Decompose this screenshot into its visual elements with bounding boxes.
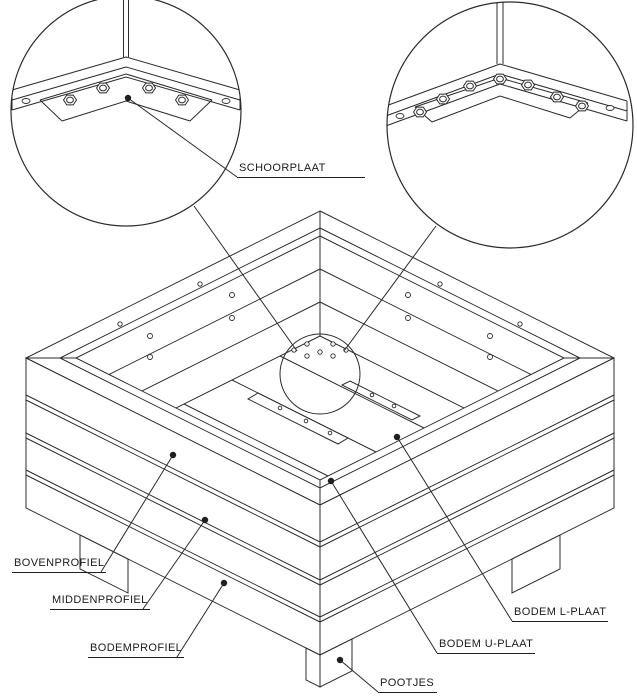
label-bodem-u-plaat: BODEM U-PLAAT — [437, 638, 536, 654]
hex-bolt — [463, 80, 477, 92]
hex-bolt — [413, 106, 427, 118]
wall-screw — [405, 292, 411, 298]
hex-bolt — [96, 82, 110, 94]
foot-left — [79, 534, 129, 594]
hex-bolt — [521, 79, 535, 91]
hex-bolt — [63, 94, 77, 106]
hex-bolt — [142, 82, 156, 94]
leader-pootjes — [339, 659, 379, 693]
detail-connector-right — [343, 225, 437, 352]
schoorplaat-plate — [39, 73, 213, 122]
leader-dot-schoorplaat — [124, 94, 132, 102]
rim-screw — [437, 281, 443, 287]
foot-front — [305, 638, 353, 688]
hex-bolt — [175, 94, 189, 106]
wall-screw — [229, 292, 235, 298]
leader-bodem-u-plaat — [330, 480, 438, 654]
hex-bolt — [493, 73, 507, 85]
front-right-panel — [319, 357, 615, 656]
foot-right — [511, 534, 561, 594]
bodem-u-plaat — [246, 392, 350, 445]
wall-screw — [405, 315, 411, 321]
leader-dot-bodem-l-plaat — [393, 433, 401, 441]
label-bodemprofiel: BODEMPROFIEL — [88, 642, 185, 658]
bodem-l-plaat — [340, 380, 422, 421]
rim-rail-right — [125, 56, 241, 111]
wall-screw — [229, 315, 235, 321]
planter-box — [24, 210, 616, 688]
hex-bolt — [575, 100, 589, 112]
rim-rail-right — [499, 63, 628, 122]
leader-dot-middenprofiel — [201, 516, 209, 524]
leader-dot-pootjes — [336, 656, 344, 664]
rim-rail-left — [11, 56, 127, 111]
detail-circle-right — [386, 1, 634, 249]
leader-dot-bodemprofiel — [220, 579, 228, 587]
leader-bodem-l-plaat — [396, 436, 513, 622]
rim-screw — [197, 281, 203, 287]
hex-bolt — [436, 93, 450, 105]
box-interior — [76, 236, 564, 477]
wall-screw — [147, 354, 153, 360]
leader-schoorplaat — [127, 97, 238, 178]
detail-connector-left — [193, 205, 298, 352]
label-bodem-l-plaat: BODEM L-PLAAT — [512, 606, 609, 622]
rim-screw — [517, 321, 523, 327]
wall-screw — [147, 333, 153, 339]
label-pootjes: POOTJES — [378, 677, 437, 693]
wall-screw — [487, 333, 493, 339]
label-schoorplaat: SCHOORPLAAT — [237, 162, 365, 178]
leader-lines — [100, 94, 513, 693]
label-bovenprofiel: BOVENPROFIEL — [12, 557, 107, 573]
leader-bovenprofiel — [100, 454, 174, 573]
detail-marker-circle — [279, 333, 361, 415]
rim-screw — [117, 321, 123, 327]
label-middenprofiel: MIDDENPROFIEL — [50, 594, 150, 610]
leader-middenprofiel — [142, 519, 206, 610]
detail-circle-left — [10, 0, 242, 227]
leader-dot-bodem-u-plaat — [327, 477, 335, 485]
wall-screw — [487, 354, 493, 360]
hex-bolt — [550, 91, 564, 103]
leader-bodemprofiel — [176, 582, 225, 658]
leader-dot-bovenprofiel — [169, 451, 177, 459]
